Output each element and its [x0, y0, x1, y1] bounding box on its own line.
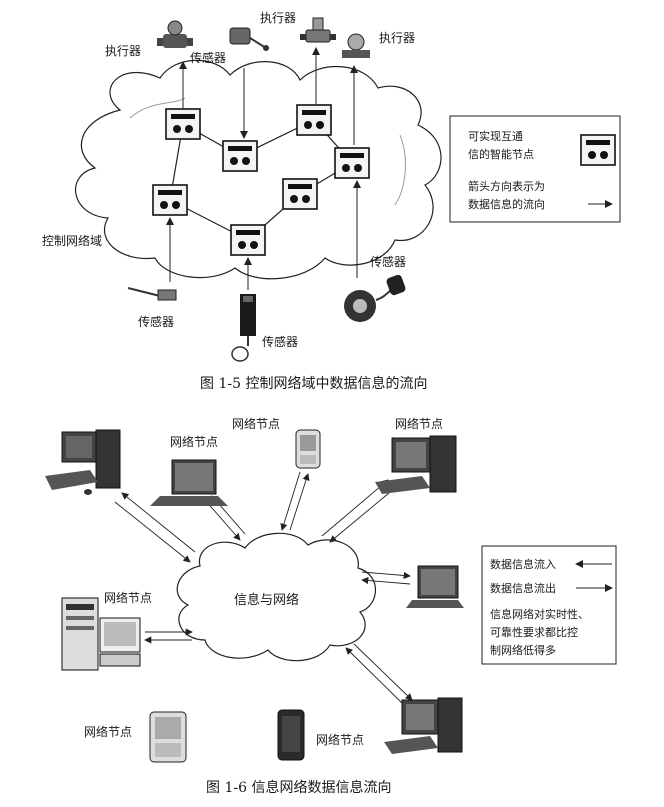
- information-network-cloud: [176, 532, 376, 662]
- actuator-meter-icon: [342, 33, 370, 58]
- desktop-computer-icon: [375, 435, 457, 494]
- network-node-label: 网络节点: [316, 732, 364, 747]
- smart-node: [282, 178, 318, 210]
- data-flow-links: [114, 471, 413, 707]
- smart-node: [165, 108, 201, 140]
- cloud-label: 信息与网络: [234, 592, 299, 608]
- actuator-label: 执行器: [105, 44, 141, 58]
- smart-node: [222, 140, 258, 172]
- legend-figure-1-6: 数据信息流入 数据信息流出 信息网络对实时性、 可靠性要求都比控 制网络低得多: [481, 545, 617, 665]
- mobile-phone-icon: [295, 429, 321, 469]
- actuator-flowmeter-icon: [300, 17, 336, 43]
- figure-1-5-caption: 图 1-5 控制网络域中数据信息的流向: [200, 375, 427, 392]
- network-node-label: 网络节点: [232, 416, 280, 431]
- desktop-computer-icon: [384, 697, 463, 754]
- sensor-device-icon: [229, 27, 269, 51]
- actuator-valve-icon: [157, 20, 193, 48]
- sensor-label: 传感器: [190, 50, 226, 65]
- sensor-label: 传感器: [138, 314, 174, 329]
- network-node-label: 网络节点: [84, 724, 132, 739]
- legend-outflow: 数据信息流出: [490, 581, 556, 595]
- smartphone-icon: [277, 709, 305, 761]
- legend-note-line2: 可靠性要求都比控: [490, 625, 578, 639]
- desktop-computer-icon: [45, 429, 121, 495]
- figure-1-6-caption: 图 1-6 信息网络数据信息流向: [206, 779, 391, 796]
- figure-1-5: 执行器 传感器 执行器 执行器 控制网络域 传感器 传感器 传感器: [42, 11, 621, 392]
- smart-node: [334, 147, 370, 179]
- pressure-sensor-icon: [231, 294, 256, 362]
- legend-arrow-line2: 数据信息的流向: [468, 197, 545, 211]
- legend-node-line2: 信的智能节点: [468, 147, 534, 161]
- server-workstation-icon: [61, 597, 141, 671]
- laptop-icon: [406, 565, 464, 608]
- network-node-label: 网络节点: [170, 434, 218, 449]
- legend-node-line1: 可实现互通: [468, 129, 523, 143]
- actuator-label: 执行器: [379, 31, 415, 45]
- actuator-label: 执行器: [260, 11, 296, 25]
- ring-sensor-icon: [344, 274, 406, 322]
- smart-node: [152, 184, 188, 216]
- temperature-probe-icon: [127, 287, 177, 301]
- pda-device-icon: [149, 711, 187, 763]
- legend-inflow: 数据信息流入: [490, 557, 556, 571]
- legend-figure-1-5: 可实现互通 信的智能节点 箭头方向表示为 数据信息的流向: [449, 115, 621, 223]
- flow-arrows: [166, 47, 361, 290]
- sensor-label: 传感器: [262, 334, 298, 349]
- laptop-icon: [150, 459, 228, 506]
- figure-1-6: 信息与网络: [45, 416, 617, 796]
- network-node-label: 网络节点: [104, 590, 152, 605]
- smart-node: [296, 104, 332, 136]
- control-domain-label: 控制网络域: [42, 233, 102, 248]
- legend-node-icon: [580, 134, 616, 166]
- legend-arrow-line1: 箭头方向表示为: [468, 179, 545, 193]
- smart-node: [230, 224, 266, 256]
- sensor-label: 传感器: [370, 254, 406, 269]
- network-node-label: 网络节点: [395, 416, 443, 431]
- legend-note-line3: 制网络低得多: [490, 643, 556, 657]
- legend-note-line1: 信息网络对实时性、: [490, 607, 589, 621]
